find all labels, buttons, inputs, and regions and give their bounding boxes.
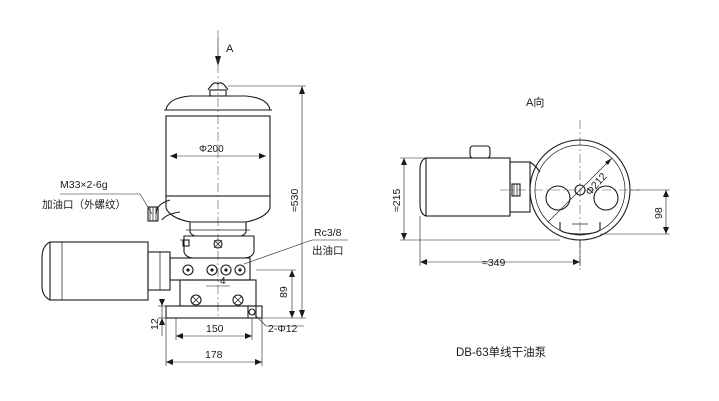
dim-215-label: ≈215 bbox=[391, 189, 403, 212]
side-motor-body bbox=[425, 157, 511, 217]
side-motor-flange bbox=[509, 161, 531, 213]
outlet-fitting-1 bbox=[182, 264, 194, 276]
dia200-arrow-right bbox=[259, 153, 266, 159]
view-title: A向 bbox=[526, 95, 544, 109]
w178-arrow-right bbox=[255, 359, 262, 365]
port-leader bbox=[243, 239, 313, 265]
side-motor-cap bbox=[419, 157, 427, 217]
side-plug bbox=[511, 183, 521, 197]
center-hole bbox=[574, 184, 586, 196]
inner-hole-right bbox=[593, 185, 619, 211]
bolt-cross-b bbox=[213, 239, 223, 249]
motor-end-cap bbox=[41, 241, 51, 301]
h530-arrow-top bbox=[299, 86, 305, 94]
mount-hole bbox=[248, 308, 256, 316]
side-flange-arc bbox=[529, 161, 541, 173]
dim-98-label: 98 bbox=[653, 207, 665, 219]
h98-arrow-top bbox=[663, 190, 669, 197]
reservoir-circle-inner bbox=[534, 144, 626, 236]
w150-arrow-right bbox=[245, 333, 252, 339]
gearbox-bolt-left bbox=[190, 294, 202, 306]
dim-178-label: 178 bbox=[205, 349, 223, 361]
reservoir-handle bbox=[207, 82, 229, 91]
fitting-dot-1 bbox=[186, 268, 190, 272]
reservoir-cone bbox=[165, 196, 271, 223]
side-view: A向 Φ212 ≈215 bbox=[391, 95, 670, 359]
w178-arrow-left bbox=[166, 359, 173, 365]
gb-cross-2b bbox=[233, 295, 243, 305]
dim-89-label: 89 bbox=[278, 286, 290, 298]
dia212-arrow bbox=[605, 158, 612, 165]
port-thread-label: Rc3/8 bbox=[314, 227, 342, 239]
t12-arrow-top bbox=[159, 299, 165, 306]
view-arrow-label: A bbox=[226, 43, 234, 55]
base-foot-right bbox=[247, 305, 257, 319]
w349-arrow-right bbox=[573, 259, 580, 265]
fitting-dot-2 bbox=[210, 268, 214, 272]
t12-arrow-bottom bbox=[159, 318, 165, 325]
dim-349-label: ≈349 bbox=[482, 257, 505, 269]
dia200-label: Φ200 bbox=[199, 144, 224, 155]
h530-arrow-bottom bbox=[299, 310, 305, 318]
dia212-label: Φ212 bbox=[583, 171, 609, 198]
dia212-dim-line bbox=[547, 157, 613, 223]
drawing-caption: DB-63单线干油泵 bbox=[456, 345, 547, 359]
fill-port-label: 加油口（外螺纹） bbox=[42, 198, 126, 211]
pump-head-bolt bbox=[213, 239, 223, 249]
gearbox-bolt-right bbox=[232, 294, 244, 306]
dim-12-label: 12 bbox=[149, 318, 161, 330]
h98-arrow-bottom bbox=[663, 227, 669, 234]
dim-150-label: 150 bbox=[206, 323, 224, 335]
base-plate bbox=[165, 305, 263, 319]
front-view: A Φ200 M33×2-6g 加油口（外螺纹） bbox=[41, 30, 348, 366]
dim4-label: 4 bbox=[220, 276, 226, 287]
h215-arrow-top bbox=[401, 158, 407, 165]
w349-arrow-left bbox=[420, 259, 427, 265]
fill-elbow-inner bbox=[161, 211, 181, 221]
thread-label: M33×2-6g bbox=[60, 179, 108, 191]
fitting-dot-4 bbox=[238, 268, 242, 272]
inner-hole-left bbox=[545, 185, 571, 211]
terminal-box bbox=[469, 145, 491, 159]
outlet-fitting-2 bbox=[206, 264, 218, 276]
h89-arrow-bottom bbox=[289, 311, 295, 318]
fitting-dot-3 bbox=[224, 268, 228, 272]
motor-flange bbox=[147, 251, 171, 291]
height-530-label: ≈530 bbox=[289, 189, 301, 212]
h89-arrow-top bbox=[289, 270, 295, 277]
side-foot bbox=[559, 222, 601, 235]
pump-head bbox=[183, 235, 255, 259]
thread-leader bbox=[139, 193, 153, 215]
pump-head-plug bbox=[182, 239, 190, 247]
outlet-fitting-3 bbox=[220, 264, 232, 276]
outlet-fitting-4 bbox=[234, 264, 246, 276]
motor-body bbox=[49, 241, 149, 301]
outlet-block bbox=[169, 257, 251, 281]
dia200-arrow-left bbox=[170, 153, 177, 159]
holes-leader bbox=[253, 313, 267, 327]
reservoir-lid bbox=[165, 95, 271, 111]
w150-arrow-left bbox=[176, 333, 183, 339]
holes-label: 2-Φ12 bbox=[268, 323, 298, 335]
outlet-label: 出油口 bbox=[312, 244, 344, 257]
h215-arrow-bottom bbox=[401, 233, 407, 240]
gb-cross-1b bbox=[191, 295, 201, 305]
